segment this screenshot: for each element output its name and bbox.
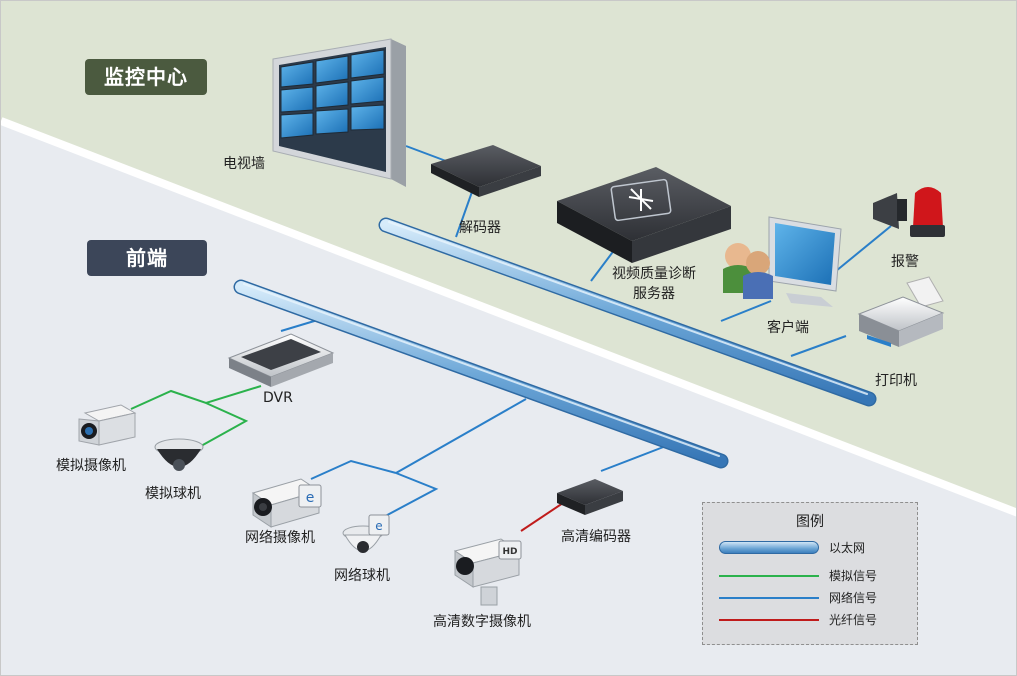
legend-network-label: 网络信号 bbox=[829, 591, 878, 605]
hd-camera-label: 高清数字摄像机 bbox=[433, 614, 531, 630]
legend-title: 图例 bbox=[796, 514, 824, 530]
legend-analog-swatch bbox=[719, 575, 819, 577]
hd-camera-icon: HD bbox=[453, 538, 522, 606]
analog-camera-icon bbox=[78, 404, 137, 446]
ip-camera-icon: e bbox=[251, 478, 322, 528]
analog-camera-label: 模拟摄像机 bbox=[56, 458, 126, 474]
svg-text:e: e bbox=[375, 519, 382, 533]
decoder-icon bbox=[431, 145, 541, 197]
alarm-label: 报警 bbox=[891, 254, 919, 270]
legend-analog-label: 模拟信号 bbox=[829, 569, 878, 583]
analog-dome-label: 模拟球机 bbox=[145, 486, 201, 502]
encoder-icon bbox=[557, 479, 623, 515]
fiber-wire bbox=[520, 502, 564, 532]
ip-dome-camera-icon: e bbox=[342, 514, 390, 553]
monitor-center-tag: 监控中心 bbox=[85, 59, 207, 95]
monitor-center-region bbox=[1, 1, 1016, 513]
legend-fiber-swatch bbox=[719, 619, 819, 621]
alarm-light-icon bbox=[873, 187, 945, 237]
ethernet-bus-lower bbox=[233, 279, 729, 469]
legend-fiber-label: 光纤信号 bbox=[829, 613, 878, 627]
legend: 图例 以太网 模拟信号 网络信号 光纤信号 bbox=[702, 502, 918, 645]
client-label: 客户端 bbox=[767, 320, 809, 336]
decoder-label: 解码器 bbox=[459, 220, 501, 236]
legend-ethernet-label: 以太网 bbox=[829, 541, 866, 555]
region-divider bbox=[1, 117, 1016, 517]
client-pc-icon bbox=[723, 216, 842, 307]
legend-item-fiber: 光纤信号 bbox=[719, 611, 909, 629]
analog-wires bbox=[130, 385, 262, 447]
vq-server-label-line1: 视频质量诊断 bbox=[612, 266, 696, 282]
server-icon bbox=[557, 167, 731, 263]
printer-icon bbox=[857, 276, 945, 347]
svg-text:HD: HD bbox=[502, 547, 517, 557]
svg-text:e: e bbox=[306, 490, 315, 506]
printer-label: 打印机 bbox=[875, 373, 917, 389]
vq-server-label-line2: 服务器 bbox=[633, 286, 675, 302]
network-wires-upper bbox=[405, 145, 892, 357]
legend-item-ethernet: 以太网 bbox=[719, 539, 909, 557]
ethernet-bus-upper bbox=[378, 217, 877, 407]
legend-network-swatch bbox=[719, 597, 819, 599]
ip-dome-label: 网络球机 bbox=[334, 568, 390, 584]
dvr-label: DVR bbox=[263, 390, 293, 406]
hd-encoder-label: 高清编码器 bbox=[561, 529, 631, 545]
legend-item-analog: 模拟信号 bbox=[719, 567, 909, 585]
front-end-tag: 前端 bbox=[87, 240, 207, 276]
legend-ethernet-swatch bbox=[719, 541, 819, 554]
legend-item-network: 网络信号 bbox=[719, 589, 909, 607]
dome-camera-icon bbox=[154, 438, 204, 471]
video-wall-label: 电视墙 bbox=[223, 156, 265, 172]
network-wires-lower bbox=[280, 315, 667, 522]
ip-camera-label: 网络摄像机 bbox=[245, 530, 315, 546]
video-wall-icon bbox=[272, 38, 406, 187]
dvr-icon bbox=[227, 333, 335, 387]
